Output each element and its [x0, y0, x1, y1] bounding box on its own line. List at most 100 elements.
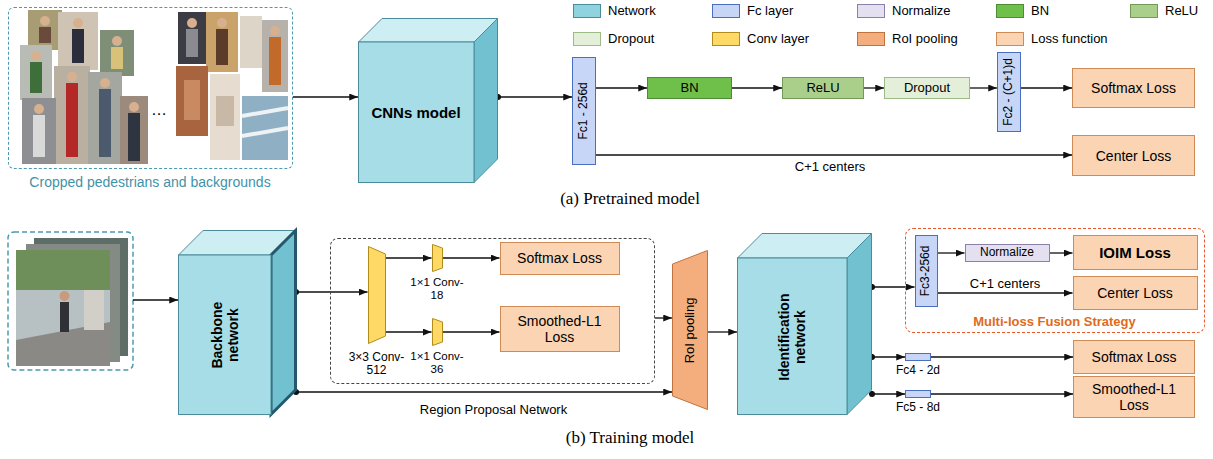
- legend-item: Loss function: [996, 31, 1108, 47]
- conv-label: 1×1 Conv-18: [408, 276, 467, 302]
- arrow-connector: [443, 331, 500, 332]
- arrow-connector: [386, 257, 432, 258]
- group-label: Region Proposal Network: [386, 403, 601, 418]
- legend-item: Normalize: [857, 3, 951, 19]
- tree-area: [16, 250, 110, 290]
- person-body: [269, 37, 281, 85]
- fc-layer: Fc4 - 2d: [905, 353, 931, 361]
- person-head: [40, 16, 50, 26]
- person-head: [73, 18, 83, 28]
- legend-label: Fc layer: [747, 3, 793, 19]
- node-label: Softmax Loss: [1074, 349, 1194, 365]
- fc-label: Fc4 - 2d: [888, 364, 948, 378]
- legend-label: Normalize: [892, 3, 951, 19]
- input-caption: Cropped pedestrians and backgrounds: [0, 174, 303, 190]
- background-detail: [184, 80, 200, 120]
- conv-outline: [368, 246, 386, 344]
- photo-crop: [28, 10, 62, 50]
- node-label: ReLU: [783, 81, 863, 96]
- edge-label: C+1 centers: [770, 159, 890, 174]
- arrow-connector: [864, 87, 884, 88]
- conv-plane: [432, 244, 442, 271]
- legend-item: Fc layer: [712, 3, 793, 19]
- cube-front: [359, 42, 475, 183]
- arrow-connector: [655, 317, 672, 318]
- photo-frame: [16, 250, 110, 366]
- arrow-connector: [1021, 87, 1072, 88]
- fc-layer: Fc2 - (C+1)d: [997, 52, 1021, 132]
- legend-label: Dropout: [608, 31, 654, 47]
- arrow-connector: [938, 292, 1073, 293]
- photo-crop: [22, 98, 56, 164]
- background-detail: [216, 96, 234, 126]
- legend-swatch: [573, 4, 601, 18]
- cube-side: [271, 231, 296, 415]
- rpn-group: 3×3 Conv-5121×1 Conv-181×1 Conv-36Softma…: [330, 238, 655, 384]
- conv-layer: 1×1 Conv-36: [432, 318, 443, 346]
- arrow-connector: [293, 96, 358, 97]
- person-head: [100, 78, 110, 88]
- input-image-box: [8, 232, 133, 370]
- photo-crop: [88, 72, 122, 164]
- ellipsis-mark: …: [139, 101, 179, 119]
- arrow-connector: [938, 252, 965, 253]
- cube-side: [847, 234, 872, 415]
- person-body: [33, 115, 45, 157]
- loss-box: IOIM Loss: [1073, 235, 1198, 270]
- node-label: Backbone network: [208, 285, 240, 385]
- dropout-layer: Dropout: [884, 77, 970, 99]
- cube-top: [359, 19, 498, 43]
- loss-box: Center Loss: [1073, 276, 1198, 310]
- person-head: [217, 18, 227, 28]
- photo-crop: [100, 30, 134, 76]
- loss-box: Softmax Loss: [1072, 68, 1195, 108]
- background-crop: [242, 96, 288, 160]
- legend-item: Network: [573, 3, 656, 19]
- background-crop: [210, 74, 240, 160]
- network-block: CNNs model: [358, 18, 498, 183]
- fc-layer: Fc1 - 256d: [572, 57, 596, 165]
- arrow-connector: [872, 356, 905, 357]
- node-label: Smoothed-L1 Loss: [1088, 381, 1180, 413]
- person-body: [216, 29, 228, 65]
- legend-label: RoI pooling: [892, 31, 958, 47]
- legend-label: BN: [1031, 3, 1049, 19]
- node-label: Normalize: [966, 246, 1049, 260]
- person-head: [112, 36, 122, 46]
- conv-layer: 1×1 Conv-18: [432, 244, 443, 272]
- cube-front: [179, 255, 272, 415]
- legend-item: RoI pooling: [857, 31, 958, 47]
- legend-label: Network: [608, 3, 656, 19]
- node-label: Smoothed-L1 Loss: [515, 313, 605, 345]
- node-label: Dropout: [885, 81, 969, 96]
- background-detail: [242, 108, 288, 116]
- normalize-layer: Normalize: [965, 244, 1050, 262]
- node-label: RoI pooling: [683, 260, 698, 400]
- person-body: [60, 302, 69, 332]
- legend-label: Conv layer: [747, 31, 809, 47]
- input-arrow: [133, 299, 178, 300]
- arrow-connector: [872, 286, 915, 287]
- loss-box: Smoothed-L1 Loss: [500, 306, 620, 352]
- legend-label: ReLU: [1165, 3, 1198, 19]
- photo-crop: [54, 66, 90, 164]
- legend-item: BN: [996, 3, 1049, 19]
- legend-label: Loss function: [1031, 31, 1108, 47]
- arrow-connector: [872, 393, 905, 394]
- conv-label: 1×1 Conv-36: [408, 350, 467, 376]
- person-body: [186, 29, 198, 57]
- arrow-connector: [296, 391, 672, 392]
- person-head: [67, 72, 77, 82]
- node-label: Identification network: [776, 281, 808, 393]
- person-head: [129, 102, 139, 112]
- bn-layer: BN: [647, 77, 732, 99]
- conv-outline: [432, 318, 443, 346]
- arrow-connector: [596, 154, 1072, 155]
- edge-label: C+1 centers: [945, 276, 1065, 291]
- conv-plane: [368, 246, 385, 343]
- group-label: Multi-loss Fusion Strategy: [906, 315, 1203, 330]
- photo-crop: [206, 12, 238, 72]
- person-body: [39, 27, 51, 43]
- arrow-connector: [596, 87, 647, 88]
- fusion-group: Fc3-256dNormalizeIOIM LossCenter LossMul…: [905, 228, 1205, 333]
